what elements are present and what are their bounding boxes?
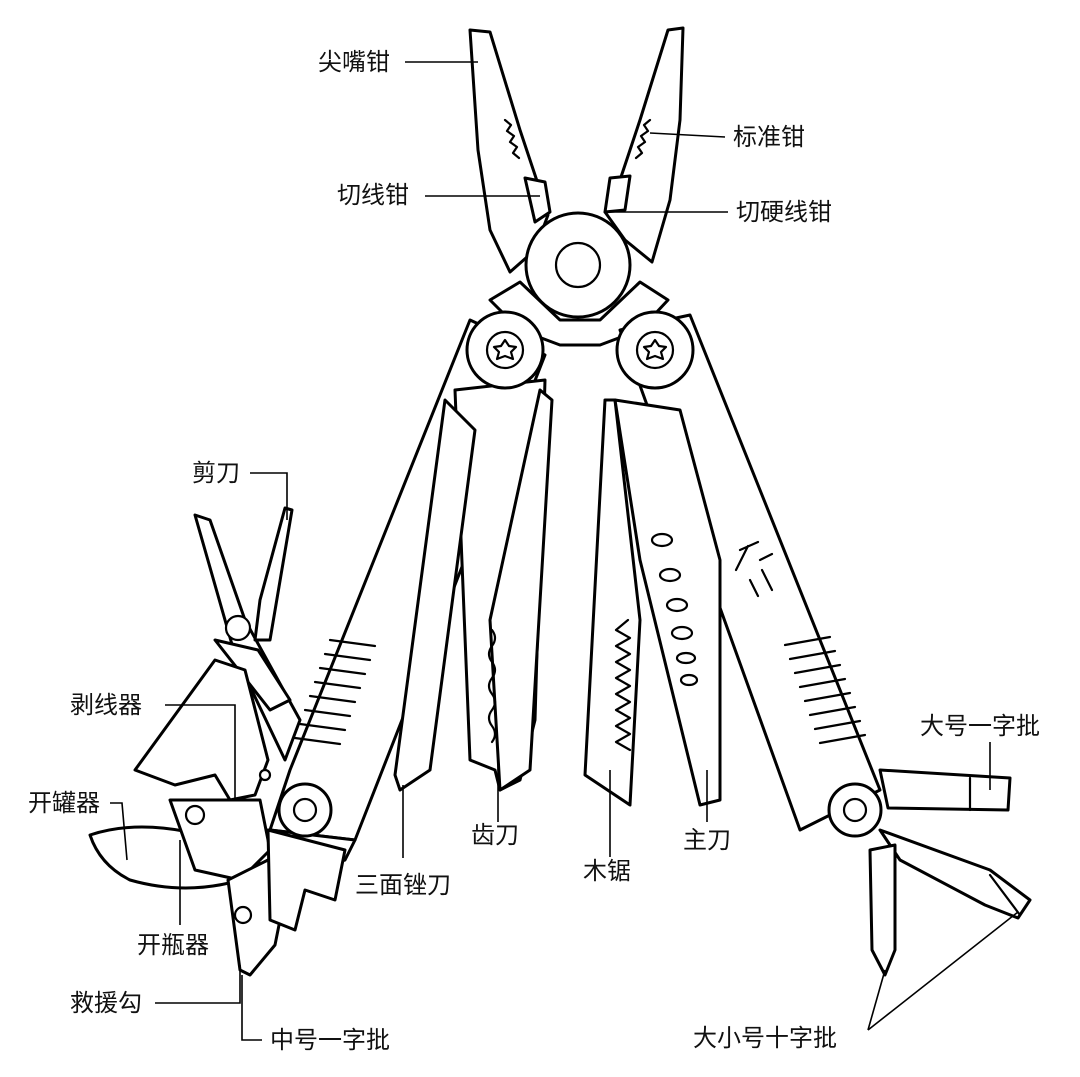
leader-lines xyxy=(110,61,1019,1041)
label-standard-pliers: 标准钳 xyxy=(733,123,805,151)
label-wood-saw: 木锯 xyxy=(583,857,631,885)
three-sided-file xyxy=(266,828,347,932)
label-bottle-opener: 开瓶器 xyxy=(137,931,209,959)
serrated-blade xyxy=(487,388,554,792)
scissors xyxy=(193,506,302,762)
label-phillips-screwdrivers: 大小号十字批 xyxy=(693,1024,837,1052)
label-rescue-hook: 救援勾 xyxy=(70,989,142,1017)
phillips-screwdrivers xyxy=(868,828,1032,977)
right-handle xyxy=(613,310,883,838)
label-scissors: 剪刀 xyxy=(192,459,240,487)
wood-saw xyxy=(583,398,642,807)
label-needle-nose-pliers: 尖嘴钳 xyxy=(318,48,390,76)
label-serrated-knife: 齿刀 xyxy=(471,821,519,849)
label-can-opener: 开罐器 xyxy=(28,789,100,817)
label-wire-cutter: 切线钳 xyxy=(337,181,409,209)
label-wire-stripper: 剥线器 xyxy=(70,691,142,719)
label-large-flat-screwdriver: 大号一字批 xyxy=(920,712,1040,740)
right-handle-grip xyxy=(783,635,867,745)
left-handle-grip xyxy=(293,638,377,746)
label-hard-wire-cutter: 切硬线钳 xyxy=(736,198,832,226)
pliers-head xyxy=(468,26,685,347)
label-main-blade: 主刀 xyxy=(683,826,731,854)
brand-logo xyxy=(734,540,774,598)
large-flat-screwdriver xyxy=(878,768,1012,812)
right-handle-holes xyxy=(650,532,699,687)
label-three-sided-file: 三面锉刀 xyxy=(355,871,451,899)
label-medium-flat-screwdriver: 中号一字批 xyxy=(270,1026,390,1054)
